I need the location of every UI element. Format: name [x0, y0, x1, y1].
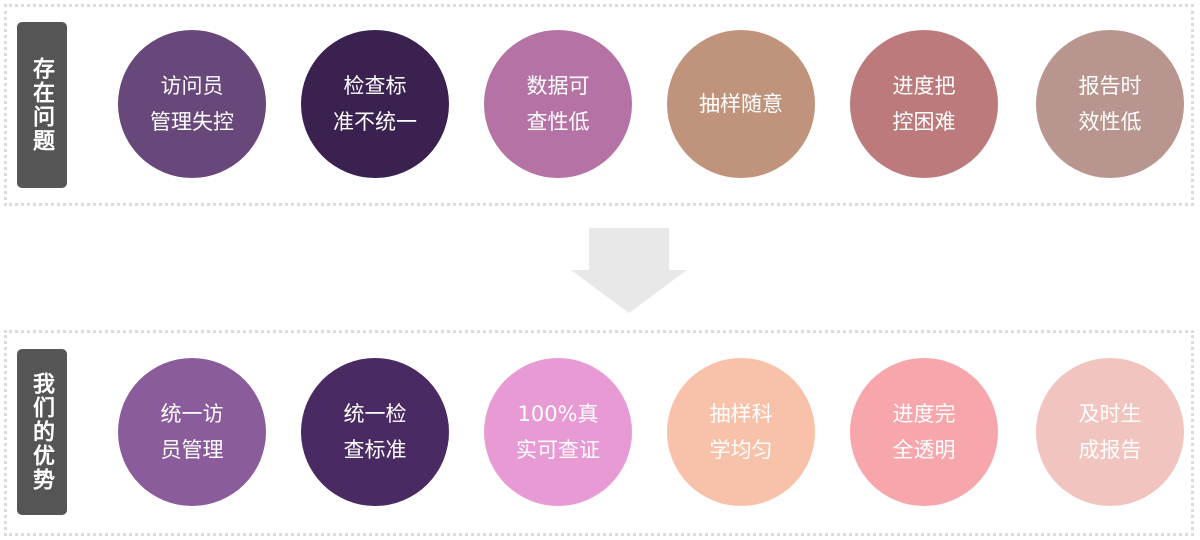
- arrow-shape: [571, 228, 687, 313]
- circle-text-line: 查性低: [526, 110, 590, 134]
- circle-text-line: 成报告: [1078, 438, 1142, 462]
- circle-text-line: 效性低: [1078, 110, 1142, 134]
- circle-text-line: 报告时: [1078, 74, 1142, 98]
- problems-circle: 抽样随意: [667, 30, 815, 178]
- circle-text-line: 学均匀: [709, 438, 773, 462]
- problems-panel: [4, 4, 1194, 206]
- circle-text-line: 管理失控: [150, 110, 234, 134]
- problems-circle: 进度把控困难: [850, 30, 998, 178]
- circle-text-line: 检查标: [343, 74, 407, 98]
- advantages-circle: 统一访员管理: [118, 358, 266, 506]
- advantages-circle: 统一检查标准: [301, 358, 449, 506]
- circle-text-line: 员管理: [160, 438, 224, 462]
- circle-text-line: 100%真: [517, 402, 599, 426]
- problems-circle: 检查标准不统一: [301, 30, 449, 178]
- problems-circle: 报告时效性低: [1036, 30, 1184, 178]
- circle-text-line: 抽样科: [709, 402, 773, 426]
- advantages-circle: 100%真实可查证: [484, 358, 632, 506]
- problems-circle: 访问员管理失控: [118, 30, 266, 178]
- circle-text-line: 统一检: [343, 402, 407, 426]
- circle-text-line: 控困难: [892, 110, 956, 134]
- down-arrow-icon: [571, 228, 687, 313]
- circle-text-line: 进度把: [892, 74, 956, 98]
- advantages-panel: [4, 330, 1194, 536]
- circle-text-line: 及时生: [1078, 402, 1142, 426]
- problems-label: 存在问题: [17, 22, 67, 188]
- circle-text-line: 实可查证: [516, 438, 600, 462]
- circle-text-line: 统一访: [160, 402, 224, 426]
- advantages-circle: 抽样科学均匀: [667, 358, 815, 506]
- circle-text-line: 数据可: [526, 74, 590, 98]
- circle-text-line: 查标准: [343, 438, 407, 462]
- advantages-circle: 进度完全透明: [850, 358, 998, 506]
- circle-text-line: 进度完: [892, 402, 956, 426]
- circle-text-line: 准不统一: [333, 110, 417, 134]
- advantages-label: 我们的优势: [17, 349, 67, 515]
- advantages-circle: 及时生成报告: [1036, 358, 1184, 506]
- circle-text-line: 访问员: [160, 74, 224, 98]
- circle-text-line: 抽样随意: [699, 92, 783, 116]
- problems-circle: 数据可查性低: [484, 30, 632, 178]
- circle-text-line: 全透明: [892, 438, 956, 462]
